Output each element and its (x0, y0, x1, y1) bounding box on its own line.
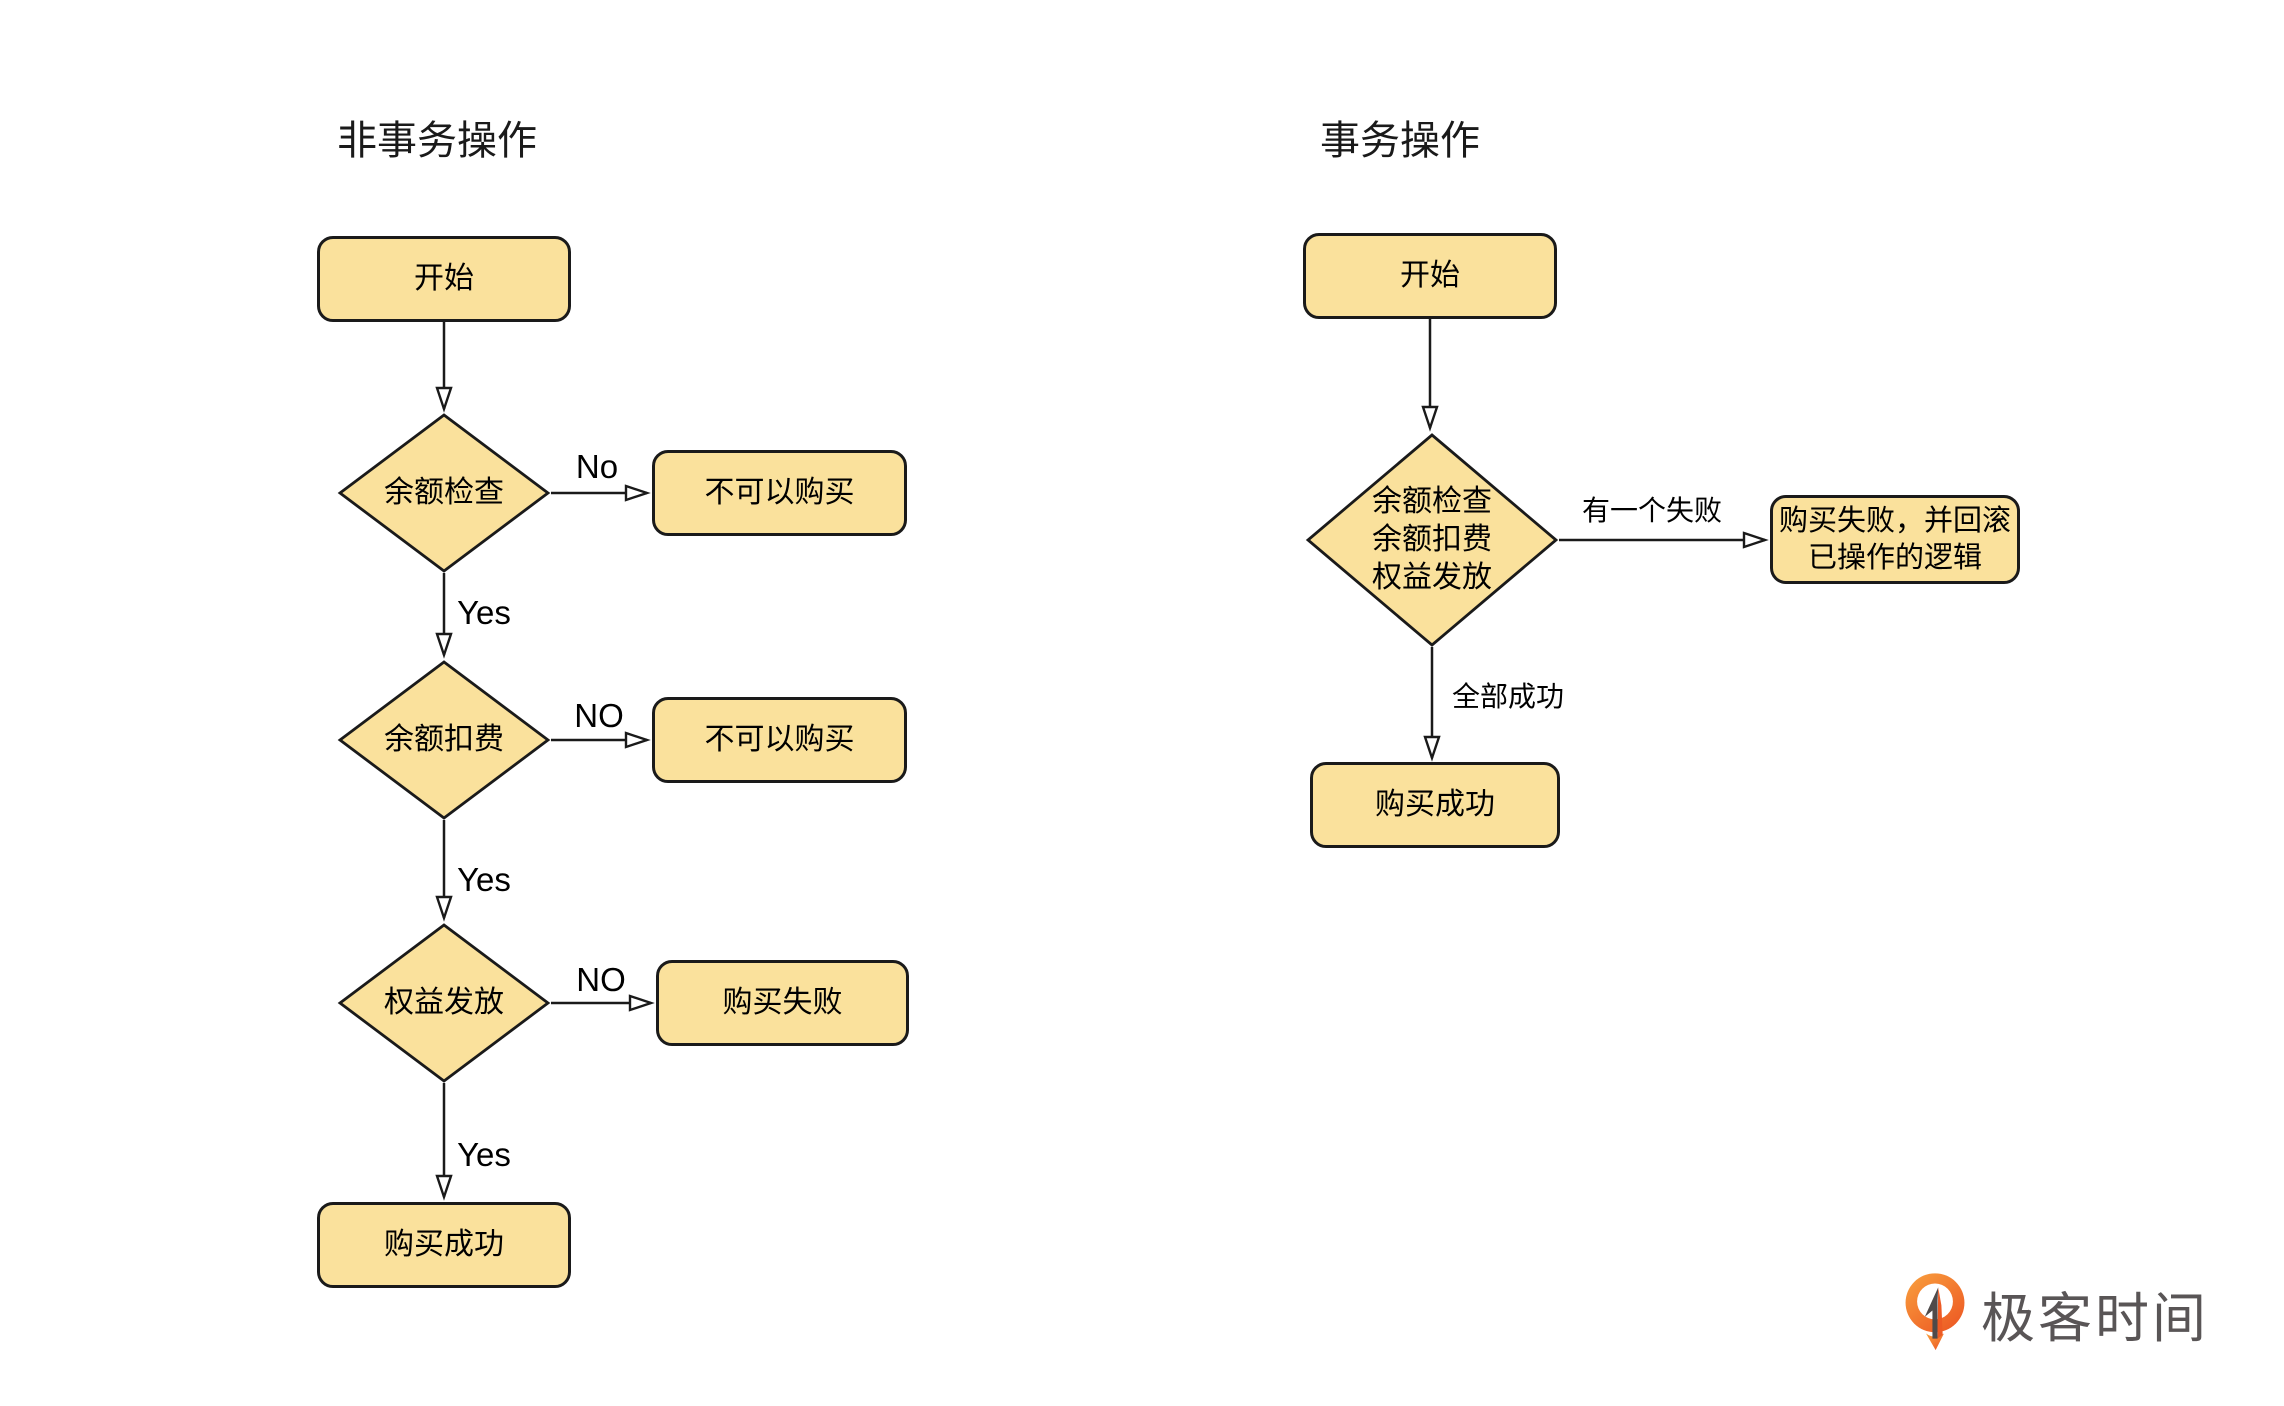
right-success-label: 购买成功 (1375, 788, 1495, 821)
edge-label-no-2: NO (574, 697, 624, 734)
left-fail3-label: 购买失败 (722, 986, 843, 1019)
right-fail-line2: 已操作的逻辑 (1807, 541, 1982, 574)
right-fail-rollback-box: 购买失败，并回滚 已操作的逻辑 (1770, 495, 2020, 584)
right-decision-line2: 余额扣费 (1372, 523, 1492, 556)
left-fail-box-2: 不可以购买 (652, 697, 907, 783)
diamond-shape (337, 923, 551, 1083)
left-start-node: 开始 (317, 236, 571, 322)
right-decision-line3: 权益发放 (1372, 561, 1492, 594)
left-start-label: 开始 (414, 262, 474, 295)
geektime-logo-text: 极客时间 (1981, 1288, 2209, 1349)
left-fail-box-1: 不可以购买 (652, 450, 907, 536)
left-decision-benefit-grant: 权益发放 (337, 923, 551, 1083)
edge-label-no-3: NO (576, 961, 626, 998)
edge-label-no-1: No (575, 448, 619, 485)
edge-label-one-failed: 有一个失败 (1581, 495, 1723, 526)
right-decision-combined: 余额检查 余额扣费 权益发放 (1305, 433, 1559, 647)
right-success-box: 购买成功 (1310, 762, 1560, 848)
right-start-node: 开始 (1303, 233, 1557, 319)
left-decision2-label: 余额扣费 (384, 723, 504, 756)
left-success-box: 购买成功 (317, 1202, 571, 1288)
diamond-shape (337, 413, 551, 573)
diamond-shape (337, 660, 551, 820)
diamond-shape (1305, 433, 1559, 647)
edge-label-yes-2: Yes (457, 861, 511, 898)
right-fail-line1: 购买失败，并回滚 (1778, 504, 2011, 537)
left-fail1-label: 不可以购买 (704, 476, 855, 509)
left-flow-title: 非事务操作 (337, 119, 537, 163)
edge-label-yes-3: Yes (457, 1136, 511, 1173)
left-decision-balance-deduct: 余额扣费 (337, 660, 551, 820)
right-start-label: 开始 (1400, 259, 1460, 292)
right-flow-title: 事务操作 (1320, 119, 1480, 163)
left-decision-balance-check: 余额检查 (337, 413, 551, 573)
right-decision-line1: 余额检查 (1372, 485, 1492, 518)
geektime-logo: 极客时间 (1903, 1272, 2209, 1354)
left-decision1-label: 余额检查 (384, 476, 504, 509)
edge-label-yes-1: Yes (457, 594, 511, 631)
left-decision3-label: 权益发放 (384, 986, 504, 1019)
geektime-logo-icon (1905, 1273, 1965, 1351)
left-purchase-fail-box: 购买失败 (656, 960, 909, 1046)
left-fail2-label: 不可以购买 (704, 723, 855, 756)
left-success-label: 购买成功 (384, 1228, 504, 1261)
edge-label-all-success: 全部成功 (1451, 681, 1565, 712)
